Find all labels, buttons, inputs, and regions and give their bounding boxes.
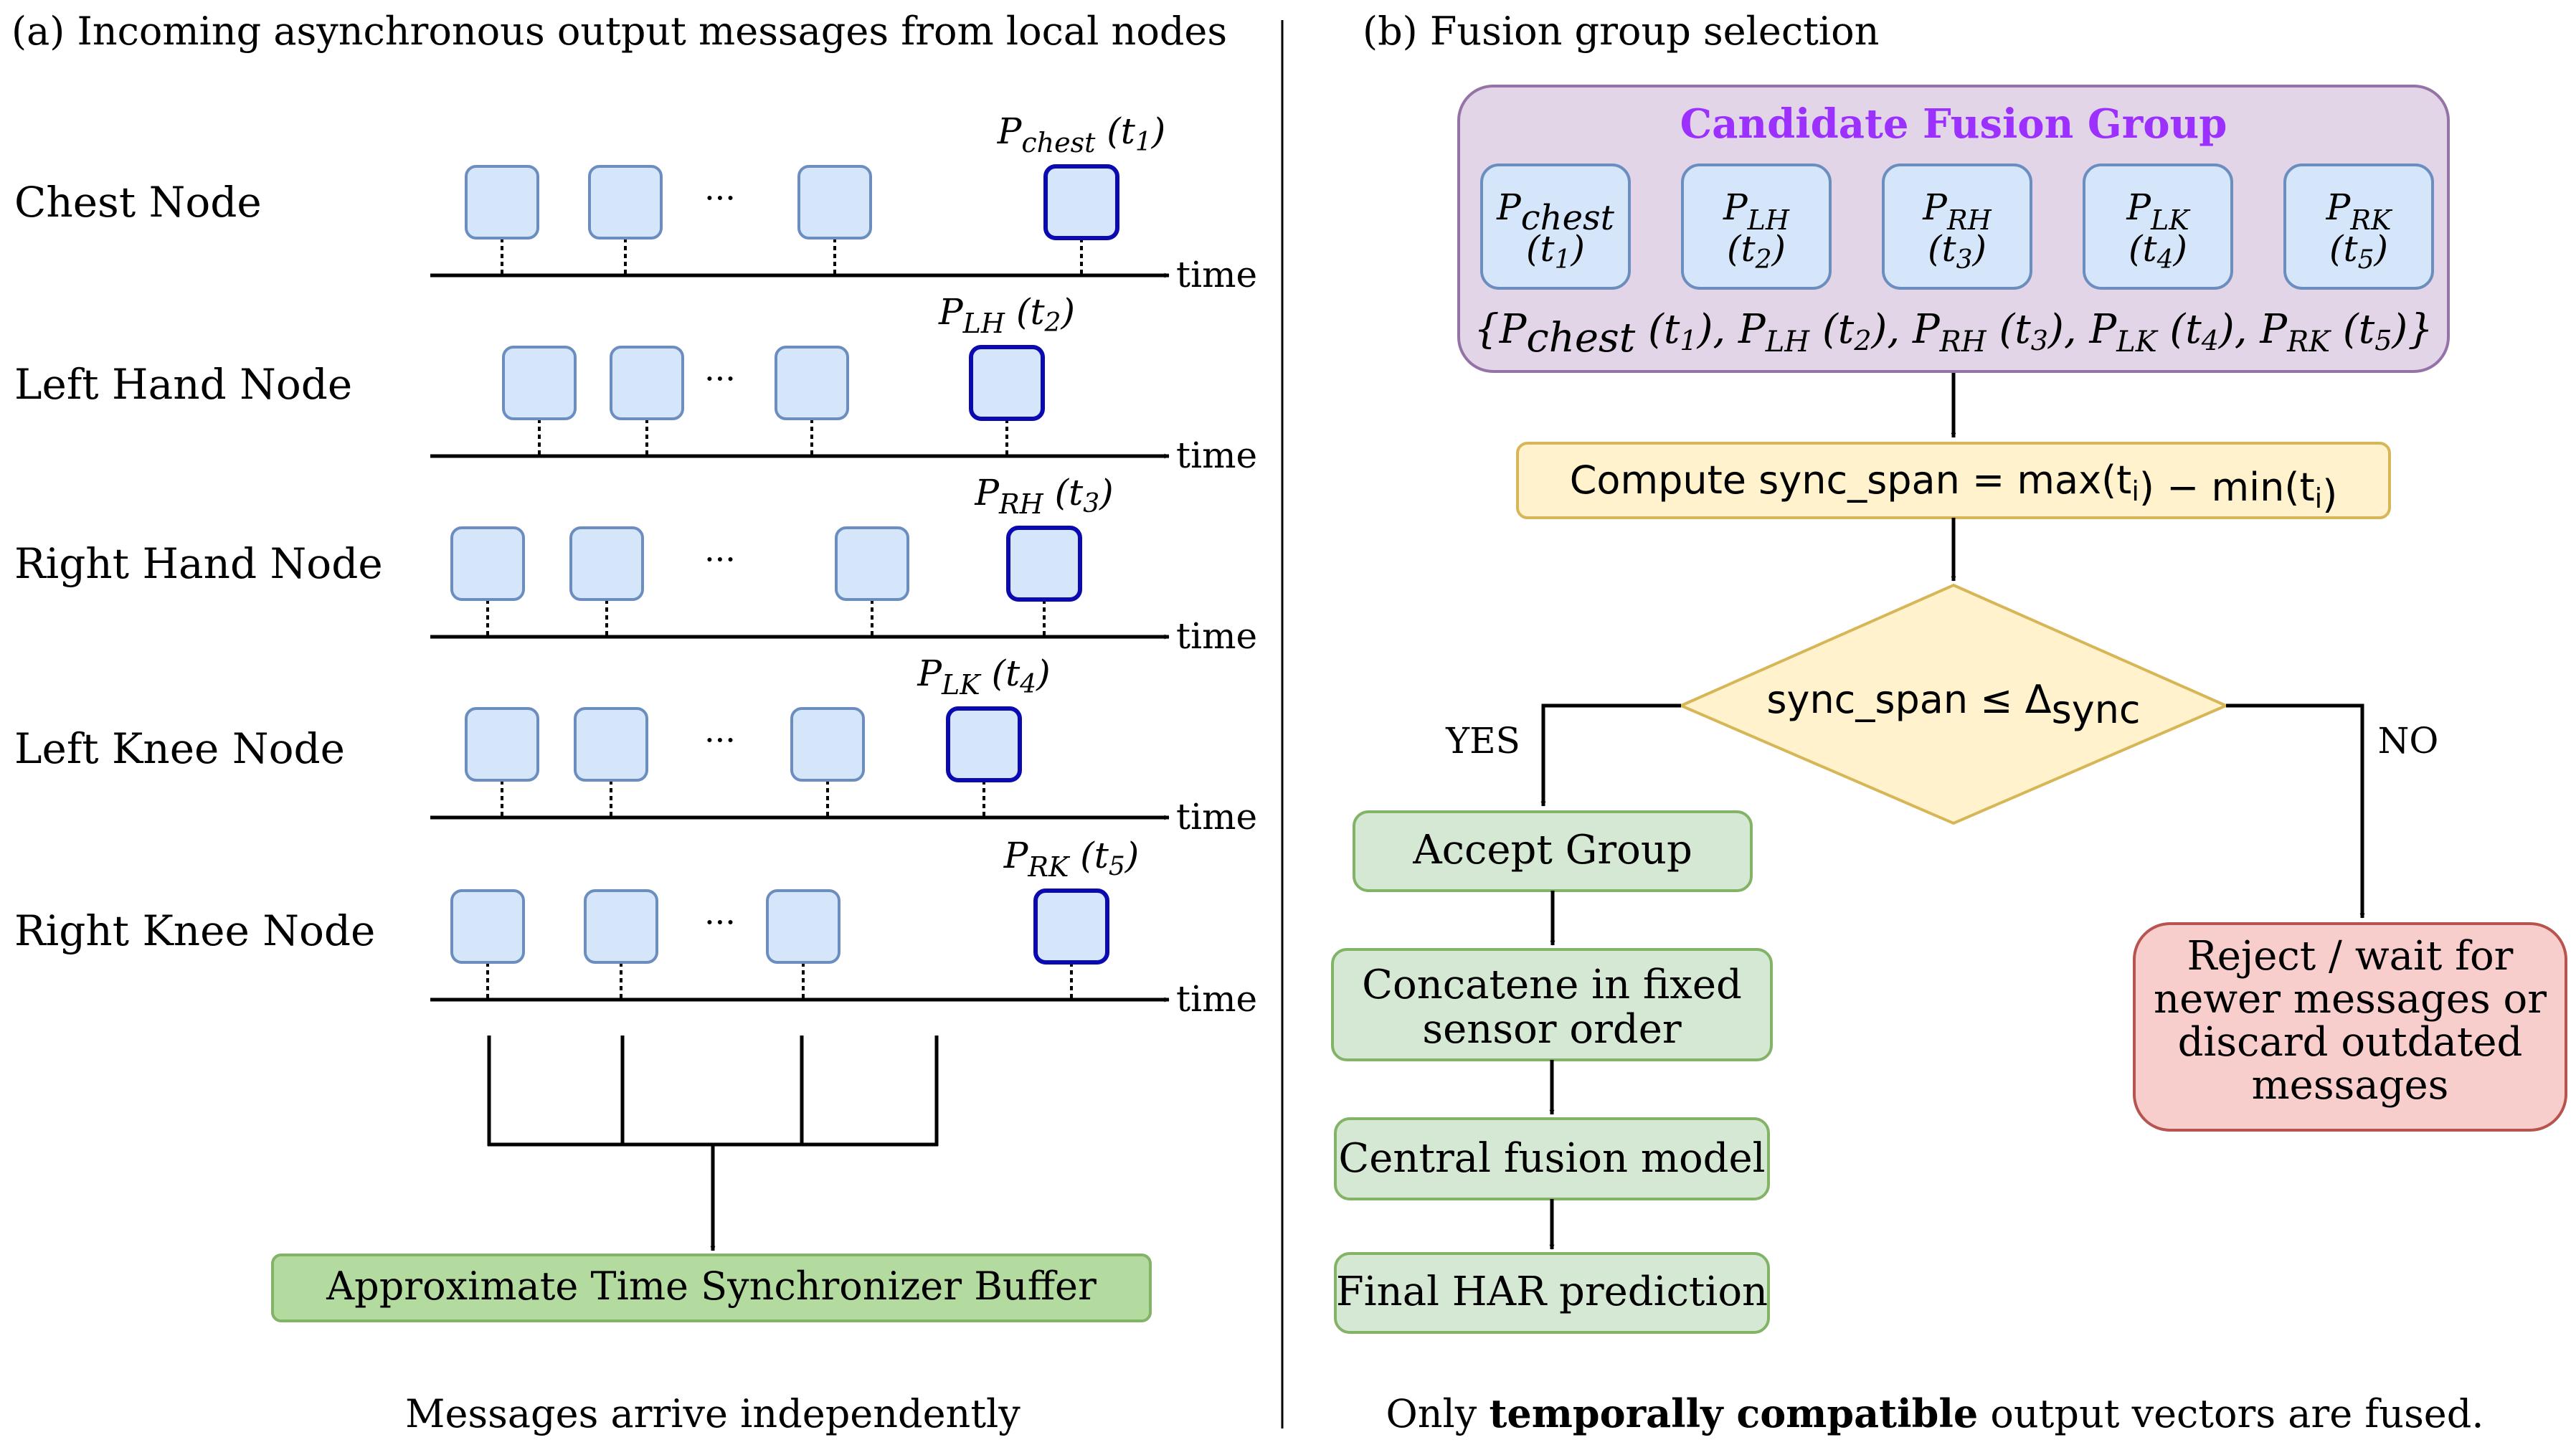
candidate-group-title: Candidate Fusion Group [1680, 100, 2227, 148]
caption-pre: Only [1386, 1391, 1489, 1436]
compute-label: Compute sync_span = max(ti) − min(ti) [1570, 458, 2338, 517]
reject-label-line-4: messages [2252, 1062, 2449, 1109]
concat-label-line-1: Concatene in fixed [1362, 962, 1742, 1008]
candidate-box-lh: PLH(t2) [1681, 164, 1832, 290]
message-box [775, 346, 849, 420]
accept-group-box: Accept Group [1353, 810, 1753, 892]
candidate-box-time: (t4) [2128, 228, 2187, 275]
left-panel-caption: Messages arrive independently [405, 1391, 1021, 1436]
message-box [790, 707, 865, 782]
message-box [797, 165, 872, 240]
message-box [766, 889, 840, 964]
node-label: Right Hand Node [14, 539, 383, 588]
node-row-lk: Left Knee Node time ··· PLK (t4) [14, 653, 1257, 838]
final-label: Final HAR prediction [1336, 1269, 1768, 1315]
candidate-box-label: Pchest [1496, 186, 1614, 238]
no-label: NO [2378, 720, 2439, 762]
latest-message-box [1043, 164, 1119, 240]
message-box [465, 165, 539, 240]
right-panel-caption: Only temporally compatible output vector… [1386, 1390, 2483, 1436]
ellipsis: ··· [704, 540, 736, 579]
right-panel-title: (b) Fusion group selection [1363, 9, 1879, 54]
left-panel-title: (a) Incoming asynchronous output message… [11, 9, 1227, 54]
latest-message-label: PRH (t3) [974, 472, 1113, 520]
latest-message-label: PRK (t5) [1003, 835, 1140, 883]
time-axis-label: time [1176, 978, 1257, 1020]
concat-label-line-2: sensor order [1422, 1006, 1681, 1053]
node-row-rh: Right Hand Node time ··· PRH (t3) [14, 472, 1257, 657]
reject-box: Reject / wait for newer messages or disc… [2133, 922, 2567, 1132]
latest-message-box [946, 706, 1022, 782]
buffer-label: Approximate Time Synchronizer Buffer [326, 1264, 1097, 1309]
no-branch-arrow [2226, 703, 2365, 919]
reject-label-line-1: Reject / wait for [2187, 933, 2514, 980]
candidate-box-label: PLH [1723, 186, 1790, 236]
message-box [465, 707, 539, 782]
message-box [450, 889, 525, 964]
node-row-lh: Left Hand Node time ··· PLH (t2) [14, 291, 1257, 476]
final-har-prediction-box: Final HAR prediction [1334, 1252, 1770, 1334]
candidate-fusion-group: Candidate Fusion Group Pchest(t1) PLH(t2)… [1457, 85, 2450, 373]
candidate-box-chest: Pchest(t1) [1480, 164, 1631, 290]
message-box [610, 346, 684, 420]
time-axis-label: time [1176, 796, 1257, 838]
latest-message-label: PLH (t2) [938, 291, 1075, 339]
node-row-chest: Chest Node time ··· Pchest (t1) [14, 110, 1257, 295]
yes-label: YES [1445, 720, 1520, 762]
node-label: Right Knee Node [14, 906, 375, 955]
message-box [574, 707, 648, 782]
time-synchronizer-buffer: Approximate Time Synchronizer Buffer [271, 1254, 1152, 1322]
candidate-set-label: {Pchest (t1), PLH (t2), PRH (t3), PLK (t… [1474, 306, 2433, 361]
node-label: Chest Node [14, 178, 262, 227]
message-box [502, 346, 577, 420]
candidate-box-time: (t1) [1526, 228, 1585, 275]
caption-bold: temporally compatible [1489, 1390, 1978, 1436]
latest-message-box [969, 345, 1045, 421]
node-label: Left Hand Node [14, 360, 352, 409]
candidate-box-label: PRH [1922, 186, 1992, 236]
candidate-box-time: (t5) [2329, 228, 2388, 275]
time-axis-label: time [1176, 435, 1257, 476]
latest-message-box [1006, 526, 1082, 602]
candidate-box-label: PRK [2326, 186, 2393, 236]
sync-decision-diamond: sync_span ≤ Δsync [1677, 583, 2230, 825]
latest-message-label: PLK (t4) [917, 653, 1050, 701]
candidate-boxes: Pchest(t1) PLH(t2) PRH(t3) PLK(t4) PRK(t5) [1480, 164, 2434, 290]
candidate-box-time: (t2) [1727, 228, 1786, 275]
reject-label-line-2: newer messages or [2154, 976, 2547, 1023]
central-label: Central fusion model [1338, 1135, 1765, 1182]
message-box [569, 526, 644, 601]
accept-label: Accept Group [1412, 827, 1692, 873]
message-box [450, 526, 525, 601]
candidate-box-lk: PLK(t4) [2083, 164, 2233, 290]
central-fusion-model-box: Central fusion model [1334, 1117, 1770, 1200]
message-box [588, 165, 663, 240]
message-box [835, 526, 909, 601]
decision-label: sync_span ≤ Δsync [1766, 677, 2140, 732]
ellipsis: ··· [704, 903, 736, 942]
candidate-box-label: PLK [2126, 186, 2191, 236]
candidate-box-rk: PRK(t5) [2283, 164, 2434, 290]
node-timelines: Chest Node time ··· Pchest (t1) Left Hand No… [14, 110, 1257, 1020]
node-row-rk: Right Knee Node time ··· PRK (t5) [14, 835, 1257, 1020]
candidate-box-rh: PRH(t3) [1882, 164, 2032, 290]
reject-label-line-3: discard outdated [2178, 1019, 2523, 1066]
concatenate-box: Concatene in fixed sensor order [1331, 948, 1773, 1061]
ellipsis: ··· [704, 359, 736, 398]
latest-message-label: Pchest (t1) [997, 110, 1166, 158]
node-label: Left Knee Node [14, 724, 345, 773]
candidate-box-time: (t3) [1928, 228, 1987, 275]
ellipsis: ··· [704, 179, 736, 217]
yes-branch-arrow [1540, 703, 1681, 807]
caption-post: output vectors are fused. [1978, 1391, 2483, 1436]
time-axis-label: time [1176, 615, 1257, 657]
time-axis-label: time [1176, 254, 1257, 295]
buffer-collector-lines [487, 1036, 939, 1251]
latest-message-box [1033, 889, 1109, 965]
ellipsis: ··· [704, 721, 736, 759]
message-box [584, 889, 658, 964]
compute-sync-span-box: Compute sync_span = max(ti) − min(ti) [1516, 442, 2391, 519]
